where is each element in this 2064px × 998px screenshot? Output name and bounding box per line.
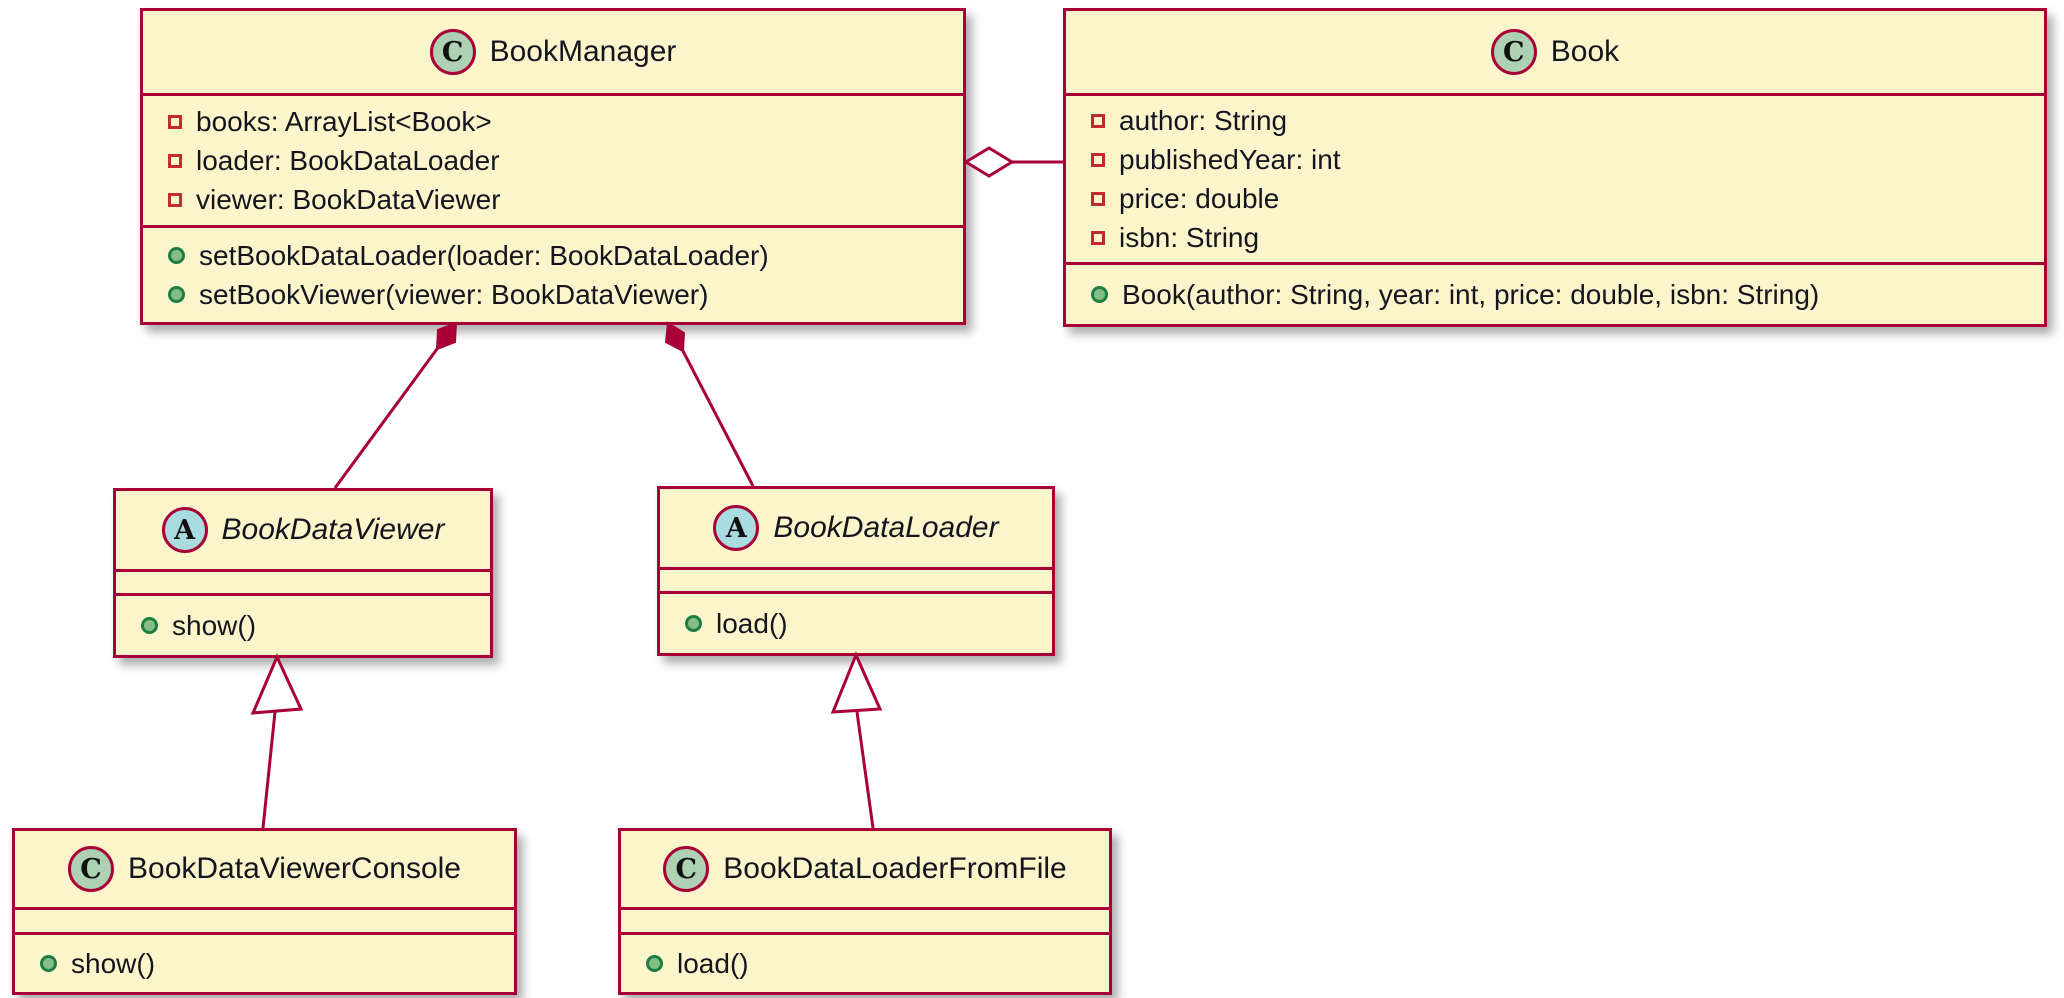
method-row: show() [15, 944, 514, 983]
composition-diamond-icon [664, 321, 686, 353]
aggregation-diamond-icon [963, 146, 1015, 178]
attribute-row: viewer: BookDataViewer [143, 180, 963, 219]
abstract-class-icon: A [161, 507, 208, 553]
class-box-bookdataloader: A BookDataLoader load() [657, 486, 1055, 656]
class-name: BookDataViewerConsole [128, 852, 461, 885]
class-icon: C [663, 846, 710, 892]
method-row: load() [660, 604, 1052, 643]
method-text: setBookDataLoader(loader: BookDataLoader… [199, 239, 769, 271]
class-header-bookdataloaderfromfile: C BookDataLoaderFromFile [621, 831, 1109, 907]
public-method-icon [685, 615, 702, 632]
method-text: load() [677, 947, 749, 979]
method-text: show() [71, 947, 156, 979]
attribute-row: loader: BookDataLoader [143, 141, 963, 180]
aggregation-edge-bookmanager-book [963, 146, 1063, 178]
public-method-icon [646, 955, 663, 972]
attribute-row: author: String [1066, 101, 2044, 140]
class-icon: C [1490, 29, 1537, 75]
methods-compartment: show() [116, 593, 490, 655]
public-method-icon [1091, 286, 1108, 303]
private-field-icon [1091, 230, 1105, 245]
attribute-row: price: double [1066, 179, 2044, 218]
attribute-text: books: ArrayList<Book> [196, 105, 492, 137]
abstract-class-icon: A [713, 505, 760, 551]
attribute-row: isbn: String [1066, 218, 2044, 257]
inheritance-arrow-icon [250, 653, 304, 715]
class-box-book: C Book author: String publishedYear: int… [1063, 8, 2047, 327]
attribute-row: publishedYear: int [1066, 140, 2044, 179]
private-field-icon [168, 114, 182, 129]
attributes-compartment-empty [621, 907, 1109, 932]
inheritance-arrow-icon [830, 651, 883, 714]
attribute-row: books: ArrayList<Book> [143, 102, 963, 141]
class-name: BookDataLoaderFromFile [723, 852, 1067, 885]
public-method-icon [40, 955, 57, 972]
class-header-bookmanager: C BookManager [143, 11, 963, 93]
attributes-compartment-empty [15, 907, 514, 932]
attribute-text: author: String [1119, 104, 1288, 136]
attribute-text: isbn: String [1119, 221, 1260, 253]
public-method-icon [141, 617, 158, 634]
class-header-book: C Book [1066, 11, 2044, 93]
private-field-icon [1091, 113, 1105, 128]
inheritance-edge-bookdataviewerconsole-bookdataviewer [250, 653, 304, 829]
class-box-bookdataviewer: A BookDataViewer show() [113, 488, 493, 658]
class-box-bookdataloaderfromfile: C BookDataLoaderFromFile load() [618, 828, 1112, 995]
method-row: show() [116, 606, 490, 645]
attributes-compartment: books: ArrayList<Book> loader: BookDataL… [143, 93, 963, 225]
attribute-text: viewer: BookDataViewer [196, 183, 501, 215]
class-icon: C [429, 29, 476, 75]
attribute-text: loader: BookDataLoader [196, 144, 500, 176]
composition-diamond-icon [435, 321, 458, 351]
methods-compartment: load() [660, 591, 1052, 653]
class-icon: C [68, 846, 114, 892]
class-header-bookdataloader: A BookDataLoader [660, 489, 1052, 567]
method-text: setBookViewer(viewer: BookDataViewer) [199, 278, 709, 310]
class-header-bookdataviewer: A BookDataViewer [116, 491, 490, 569]
inheritance-edge-bookdataloaderfromfile-bookdataloader [830, 651, 883, 829]
class-name: Book [1550, 35, 1620, 68]
private-field-icon [168, 153, 182, 168]
method-text: load() [716, 607, 788, 639]
composition-edge-bookmanager-bookdataviewer [333, 321, 458, 489]
class-name: BookDataLoader [773, 511, 999, 544]
private-field-icon [1091, 152, 1105, 167]
class-header-bookdataviewerconsole: C BookDataViewerConsole [15, 831, 514, 907]
method-row: setBookDataLoader(loader: BookDataLoader… [143, 236, 963, 275]
private-field-icon [168, 192, 182, 207]
method-row: Book(author: String, year: int, price: d… [1066, 275, 2044, 314]
class-name: BookDataViewer [221, 513, 445, 546]
method-text: Book(author: String, year: int, price: d… [1122, 278, 1820, 310]
methods-compartment: load() [621, 932, 1109, 992]
attributes-compartment-empty [660, 567, 1052, 591]
public-method-icon [168, 247, 185, 264]
method-row: setBookViewer(viewer: BookDataViewer) [143, 275, 963, 314]
methods-compartment: setBookDataLoader(loader: BookDataLoader… [143, 225, 963, 322]
class-name: BookManager [489, 35, 677, 68]
class-box-bookdataviewerconsole: C BookDataViewerConsole show() [12, 828, 517, 995]
attribute-text: price: double [1119, 182, 1280, 214]
public-method-icon [168, 286, 185, 303]
methods-compartment: show() [15, 932, 514, 992]
attributes-compartment: author: String publishedYear: int price:… [1066, 93, 2044, 262]
method-text: show() [172, 609, 257, 641]
attribute-text: publishedYear: int [1119, 143, 1341, 175]
composition-edge-bookmanager-bookdataloader [664, 321, 755, 487]
methods-compartment: Book(author: String, year: int, price: d… [1066, 262, 2044, 324]
private-field-icon [1091, 191, 1105, 206]
attributes-compartment-empty [116, 569, 490, 593]
class-box-bookmanager: C BookManager books: ArrayList<Book> loa… [140, 8, 966, 325]
method-row: load() [621, 944, 1109, 983]
